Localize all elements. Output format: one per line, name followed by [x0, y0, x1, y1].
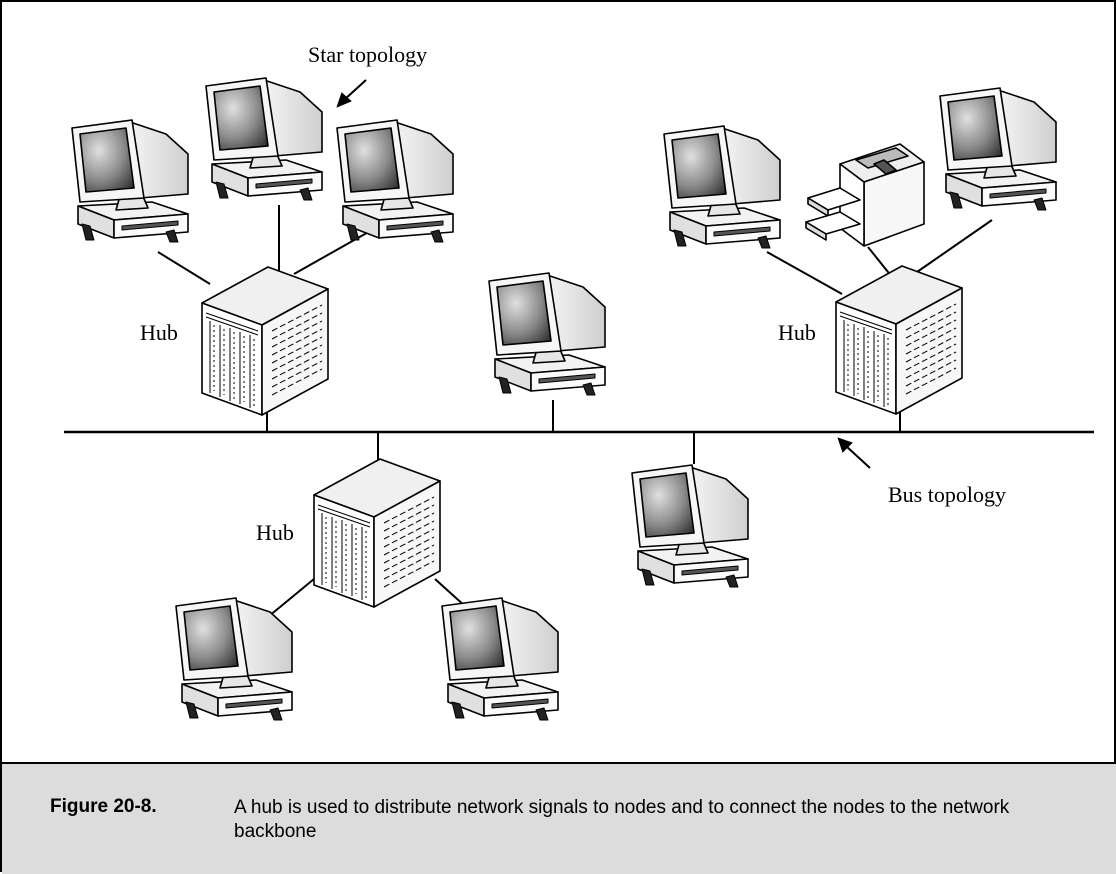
- network-diagram: Star topology Bus topology Hub Hub Hub: [64, 42, 1094, 721]
- figure-caption: Figure 20-8. A hub is used to distribute…: [2, 762, 1116, 874]
- caption-text: A hub is used to distribute network sign…: [234, 797, 1010, 842]
- hub-icon: [313, 458, 441, 608]
- computer-icon: [663, 125, 781, 249]
- hub-icon: [835, 265, 963, 415]
- computer-icon: [488, 272, 606, 396]
- arrow-icon: [336, 79, 367, 108]
- bus-topology-label: Bus topology: [888, 482, 1006, 507]
- hub-label-right: Hub: [778, 320, 816, 345]
- connection-lines: [157, 205, 993, 627]
- arrow-icon: [837, 437, 871, 469]
- printer-icon: [805, 143, 925, 247]
- computer-icon: [205, 77, 323, 201]
- computer-icon: [939, 87, 1057, 211]
- computer-icon: [71, 119, 189, 243]
- computer-icon: [175, 597, 293, 721]
- hub-icon: [201, 266, 329, 416]
- caption-label: Figure 20-8.: [50, 796, 157, 817]
- hub-label-left: Hub: [140, 320, 178, 345]
- computer-icon: [336, 119, 454, 243]
- computer-icon: [631, 464, 749, 588]
- computer-icon: [441, 597, 559, 721]
- hub-label-bottom: Hub: [256, 520, 294, 545]
- star-topology-label: Star topology: [308, 42, 427, 67]
